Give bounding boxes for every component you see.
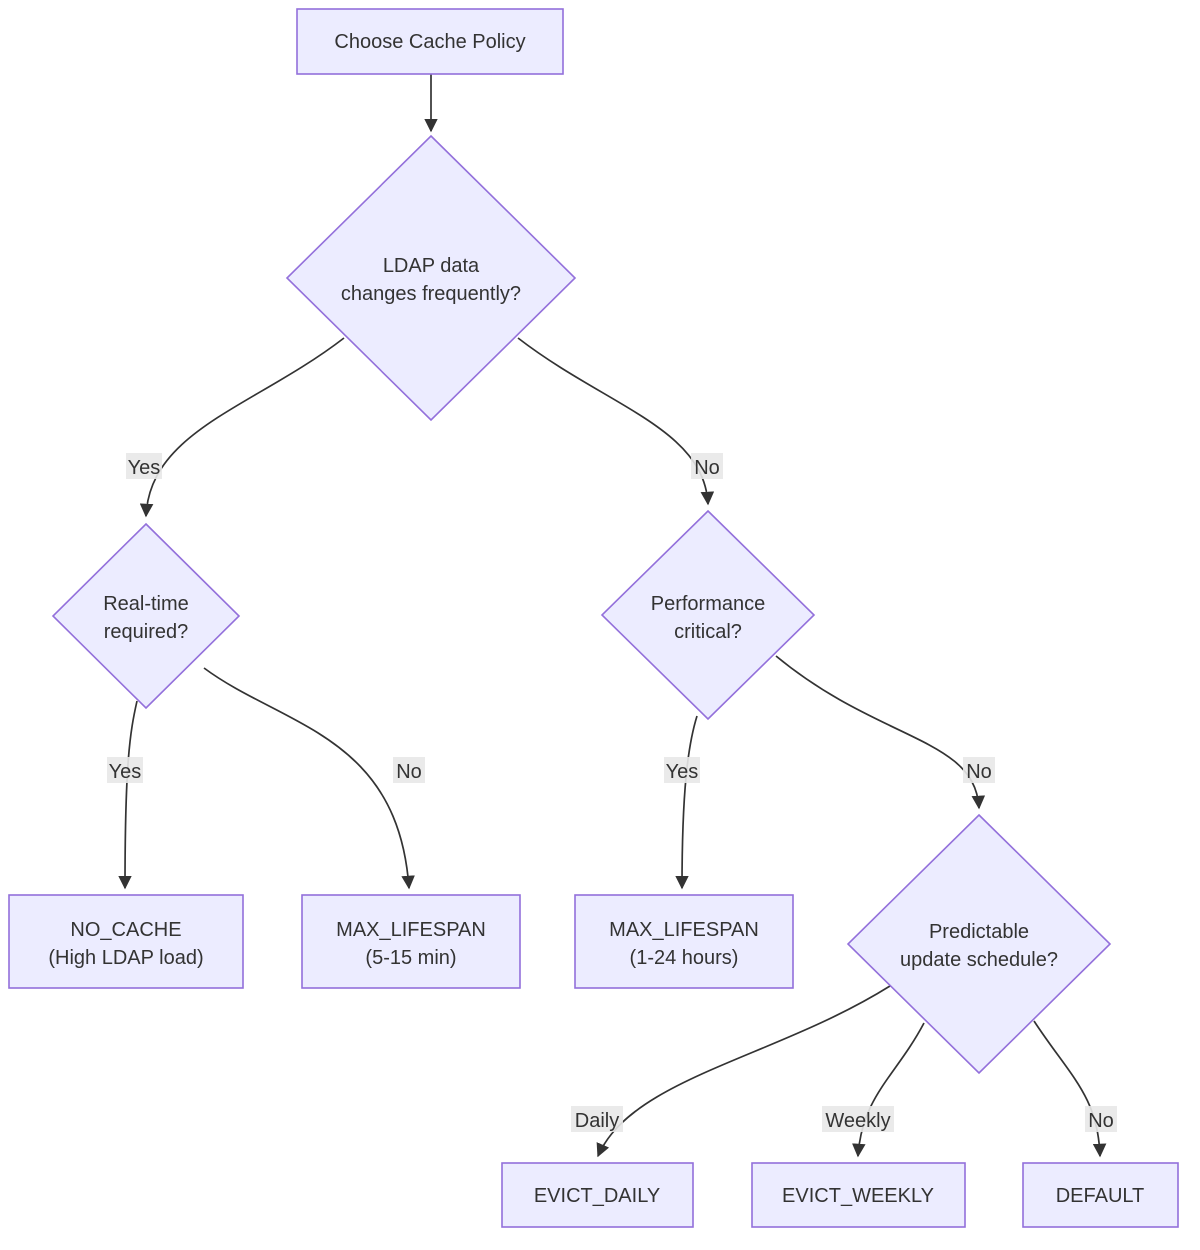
edge-schedule-weekly (852, 1022, 925, 1158)
edge-label-schedule-daily: Daily (571, 1106, 623, 1132)
node-evict-daily-label: EVICT_DAILY (534, 1185, 660, 1207)
nodes: Choose Cache Policy LDAP data changes fr… (8, 8, 1179, 1228)
edge-label-schedule-weekly: Weekly (822, 1106, 894, 1132)
edge-label-schedule-no: No (1085, 1106, 1117, 1132)
node-no-cache-line1: NO_CACHE (70, 919, 181, 941)
edge-label-text: Yes (128, 457, 161, 479)
node-start-label: Choose Cache Policy (334, 31, 525, 53)
edge-schedule-no (1033, 1020, 1107, 1158)
edge-label-text: No (694, 457, 720, 479)
edge-label-text: No (966, 761, 992, 783)
edge-label-realtime-no: No (393, 757, 425, 783)
node-max-lifespan-hours-line1: MAX_LIFESPAN (609, 919, 759, 941)
node-max-lifespan-hours: MAX_LIFESPAN (1-24 hours) (574, 894, 794, 989)
node-default-label: DEFAULT (1056, 1185, 1145, 1207)
node-max-lifespan-min-line1: MAX_LIFESPAN (336, 919, 486, 941)
edge-label-perf-no: No (963, 757, 995, 783)
decision-schedule: Predictable update schedule? (846, 813, 1112, 1075)
edge-perf-no (775, 655, 986, 810)
edge-perf-yes (675, 715, 698, 890)
edge-realtime-yes (118, 700, 138, 890)
edge-label-text: No (396, 761, 422, 783)
edge-label-changes-yes: Yes (126, 453, 162, 479)
decision-performance-line1: Performance (651, 593, 766, 615)
node-start: Choose Cache Policy (296, 8, 564, 75)
edge-realtime-no (203, 667, 415, 890)
decision-realtime: Real-time required? (51, 522, 241, 710)
edge-label-text: Weekly (825, 1110, 890, 1132)
decision-realtime-line2: required? (104, 621, 189, 643)
edge-label-text: No (1088, 1110, 1114, 1132)
edge-changes-no (517, 337, 715, 506)
edge-label-changes-no: No (691, 453, 723, 479)
edge-label-text: Daily (575, 1110, 619, 1132)
node-max-lifespan-hours-line2: (1-24 hours) (630, 947, 739, 969)
edge-changes-yes (139, 337, 345, 518)
decision-ldap-changes-line2: changes frequently? (341, 283, 521, 305)
node-max-lifespan-min-line2: (5-15 min) (365, 947, 456, 969)
node-max-lifespan-min: MAX_LIFESPAN (5-15 min) (301, 894, 521, 989)
decision-ldap-changes: LDAP data changes frequently? (285, 134, 577, 422)
edge-label-text: Yes (109, 761, 142, 783)
node-default: DEFAULT (1022, 1162, 1179, 1228)
edge-label-realtime-yes: Yes (107, 757, 143, 783)
node-no-cache: NO_CACHE (High LDAP load) (8, 894, 244, 989)
decision-performance-line2: critical? (674, 621, 742, 643)
decision-performance: Performance critical? (600, 509, 816, 721)
node-evict-weekly: EVICT_WEEKLY (751, 1162, 966, 1228)
decision-ldap-changes-line1: LDAP data (383, 255, 480, 277)
node-evict-daily: EVICT_DAILY (501, 1162, 694, 1228)
decision-schedule-line1: Predictable (929, 921, 1029, 943)
decision-schedule-line2: update schedule? (900, 949, 1058, 971)
decision-realtime-line1: Real-time (103, 593, 189, 615)
edge-label-text: Yes (666, 761, 699, 783)
node-evict-weekly-label: EVICT_WEEKLY (782, 1185, 934, 1207)
edge-label-perf-yes: Yes (664, 757, 700, 783)
node-no-cache-line2: (High LDAP load) (48, 947, 203, 969)
edge-labels: Yes No Yes No Yes No Daily Weekly (107, 453, 1117, 1132)
